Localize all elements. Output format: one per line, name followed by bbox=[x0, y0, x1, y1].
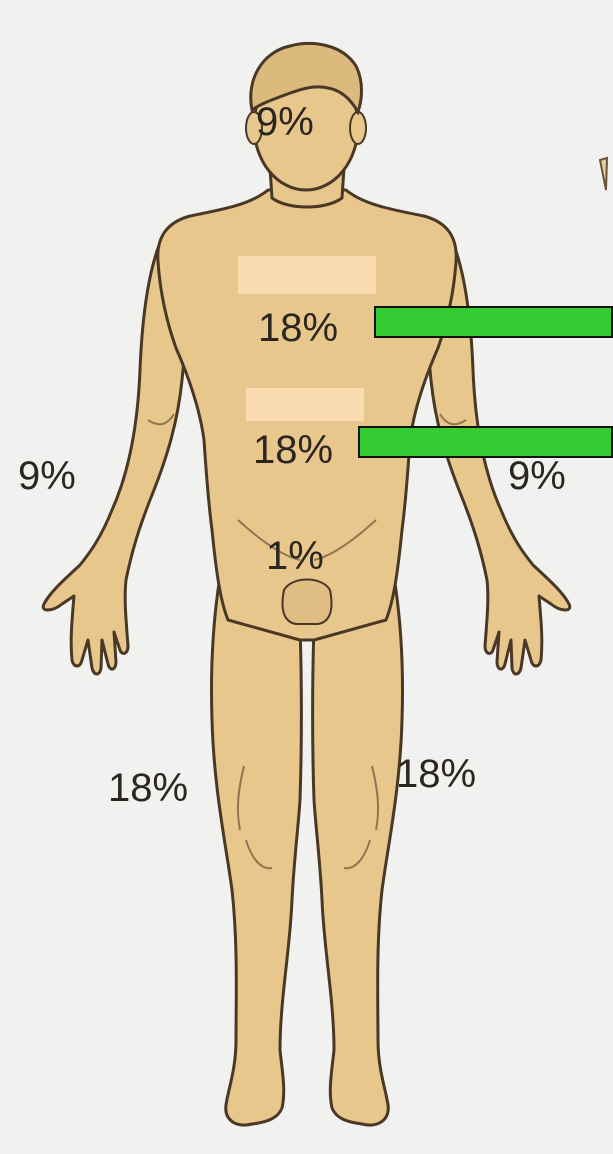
head-percentage-label: 9% bbox=[256, 102, 314, 142]
chest-percentage-label: 18% bbox=[258, 308, 338, 348]
left-leg-percentage-label: 18% bbox=[108, 768, 188, 808]
right-leg-percentage-label: 18% bbox=[396, 754, 476, 794]
right-ear-shape bbox=[350, 112, 366, 144]
genital-percentage-label: 1% bbox=[266, 536, 324, 576]
abdomen-highlight-bar bbox=[358, 426, 613, 458]
edge-mark bbox=[600, 158, 607, 190]
abdomen-percentage-label: 18% bbox=[253, 430, 333, 470]
right-arm-percentage-label: 9% bbox=[508, 456, 566, 496]
left-arm-percentage-label: 9% bbox=[18, 456, 76, 496]
chest-highlight-bar bbox=[374, 306, 613, 338]
chest-label-mask bbox=[238, 256, 376, 294]
abdomen-label-mask bbox=[246, 388, 364, 421]
genital-shape bbox=[283, 580, 332, 625]
